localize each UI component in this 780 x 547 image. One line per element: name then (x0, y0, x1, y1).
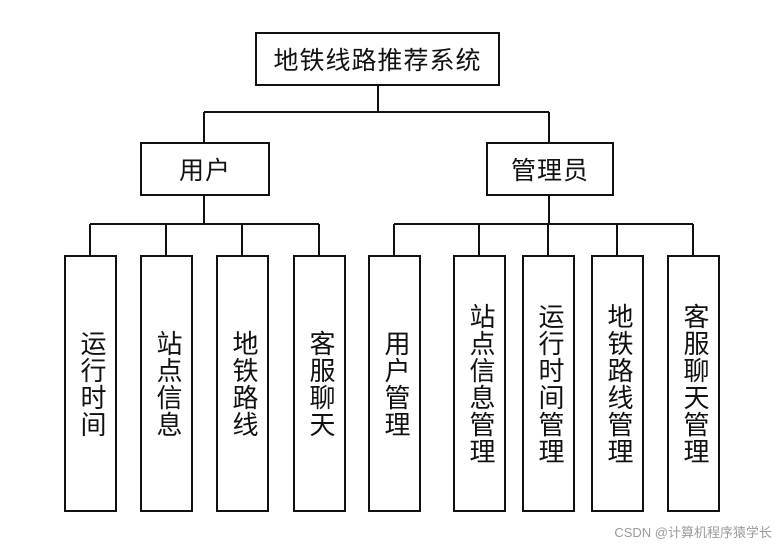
user-function-node: 地铁路线 (216, 255, 269, 512)
user-function-node: 运行时间 (64, 255, 117, 512)
role-node-user-label: 用户 (178, 156, 231, 185)
user-function-node: 站点信息 (140, 255, 193, 512)
user-function-label: 地铁路线 (228, 329, 258, 438)
admin-function-label: 站点信息管理 (465, 302, 495, 465)
admin-function-node: 用户管理 (368, 255, 421, 512)
admin-function-label: 运行时间管理 (534, 302, 564, 465)
role-node-admin: 管理员 (486, 142, 614, 196)
root-node: 地铁线路推荐系统 (255, 32, 500, 86)
root-node-label: 地铁线路推荐系统 (273, 46, 482, 75)
user-function-node: 客服聊天 (293, 255, 346, 512)
admin-function-node: 站点信息管理 (453, 255, 506, 512)
role-node-user: 用户 (140, 142, 270, 196)
role-node-admin-label: 管理员 (510, 156, 589, 185)
admin-function-node: 客服聊天管理 (667, 255, 720, 512)
user-function-label: 站点信息 (152, 329, 182, 438)
admin-function-node: 运行时间管理 (522, 255, 575, 512)
watermark: CSDN @计算机程序猿学长 (614, 525, 772, 540)
user-function-label: 运行时间 (76, 329, 106, 438)
admin-function-label: 地铁路线管理 (603, 302, 633, 465)
user-function-label: 客服聊天 (305, 329, 335, 438)
admin-function-node: 地铁路线管理 (591, 255, 644, 512)
admin-function-label: 客服聊天管理 (679, 302, 709, 465)
admin-function-label: 用户管理 (380, 329, 410, 438)
